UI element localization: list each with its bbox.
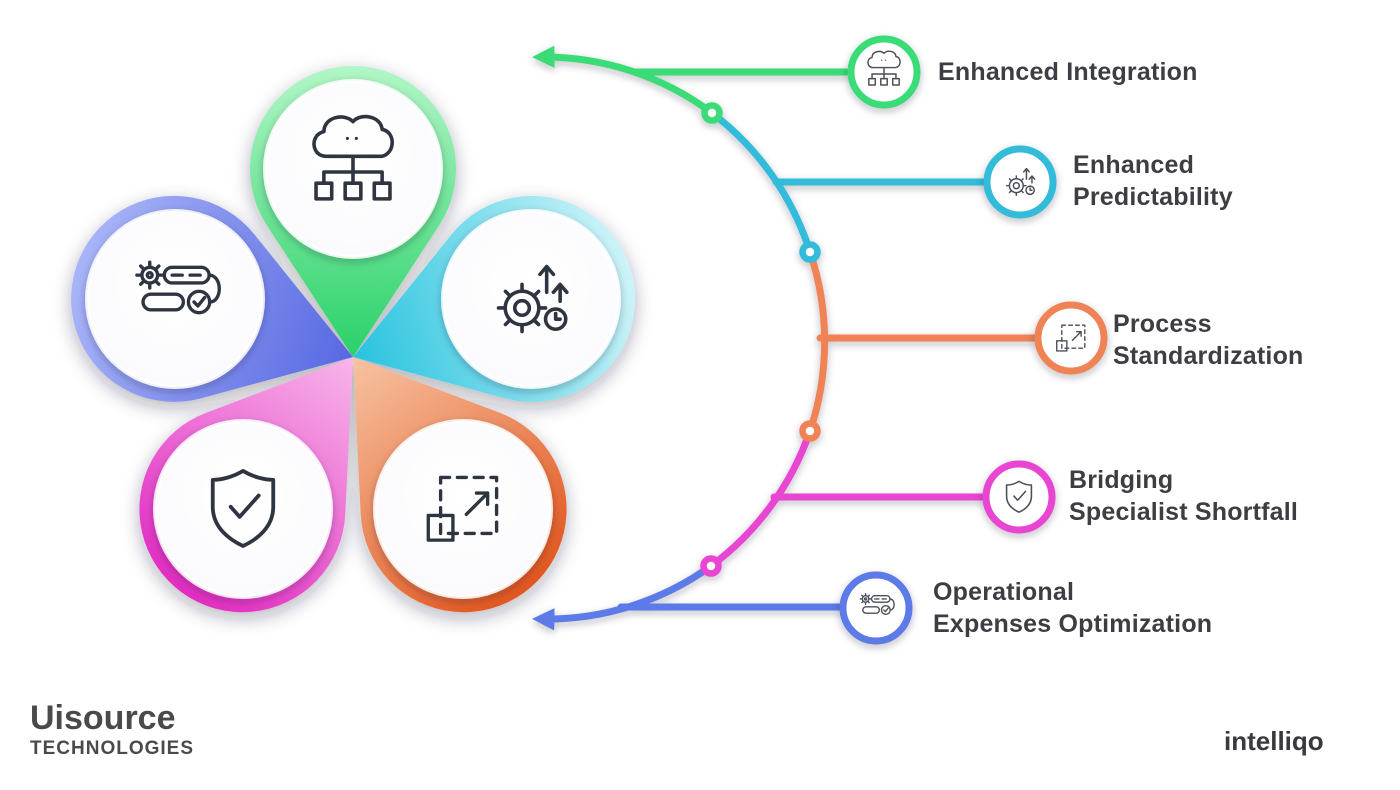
credit-wordmark: intelliqo <box>1224 726 1324 756</box>
brand-name: Uisource <box>30 699 176 737</box>
arc-junction-dot <box>799 420 821 442</box>
arc-segment-orange <box>806 248 829 435</box>
ring-predictability <box>983 145 1057 219</box>
ring-integration <box>847 35 921 109</box>
arc-segment-blue <box>532 562 715 631</box>
brand-logo: Uisource TECHNOLOGIES <box>30 700 194 762</box>
item-label-line: Predictability <box>1073 183 1233 211</box>
brand-tagline: TECHNOLOGIES <box>30 738 195 759</box>
item-label-line: Specialist Shortfall <box>1069 498 1299 526</box>
arc-segment-magenta <box>707 427 814 570</box>
item-label-line: Expenses Optimization <box>933 610 1213 638</box>
item-label-line: Process <box>1113 310 1212 338</box>
item-label-standardization: Process Standardization <box>1113 308 1304 372</box>
legend-rings <box>839 35 1108 645</box>
item-label-line: Bridging <box>1069 466 1174 494</box>
item-label-line: Operational <box>933 578 1075 606</box>
arc-segment-green <box>532 45 716 117</box>
petal-centers <box>85 79 621 599</box>
item-label-line: Enhanced <box>1073 151 1195 179</box>
arc-junction-dot <box>700 555 722 577</box>
arc-segment-cyan <box>708 109 814 256</box>
arc-junction-dot <box>701 102 723 124</box>
arc-junction-dot <box>799 241 821 263</box>
item-label-operational: Operational Expenses Optimization <box>933 576 1212 640</box>
connector-lines <box>532 45 1038 631</box>
item-label-specialist: Bridging Specialist Shortfall <box>1069 464 1298 528</box>
ring-operational <box>839 571 913 645</box>
item-label-predictability: Enhanced Predictability <box>1073 149 1233 213</box>
item-label-line: Standardization <box>1113 342 1304 370</box>
item-label-integration: Enhanced Integration <box>938 56 1198 88</box>
ring-standardization <box>1034 301 1108 375</box>
ring-specialist <box>982 460 1056 534</box>
item-label-line: Enhanced Integration <box>938 58 1198 86</box>
